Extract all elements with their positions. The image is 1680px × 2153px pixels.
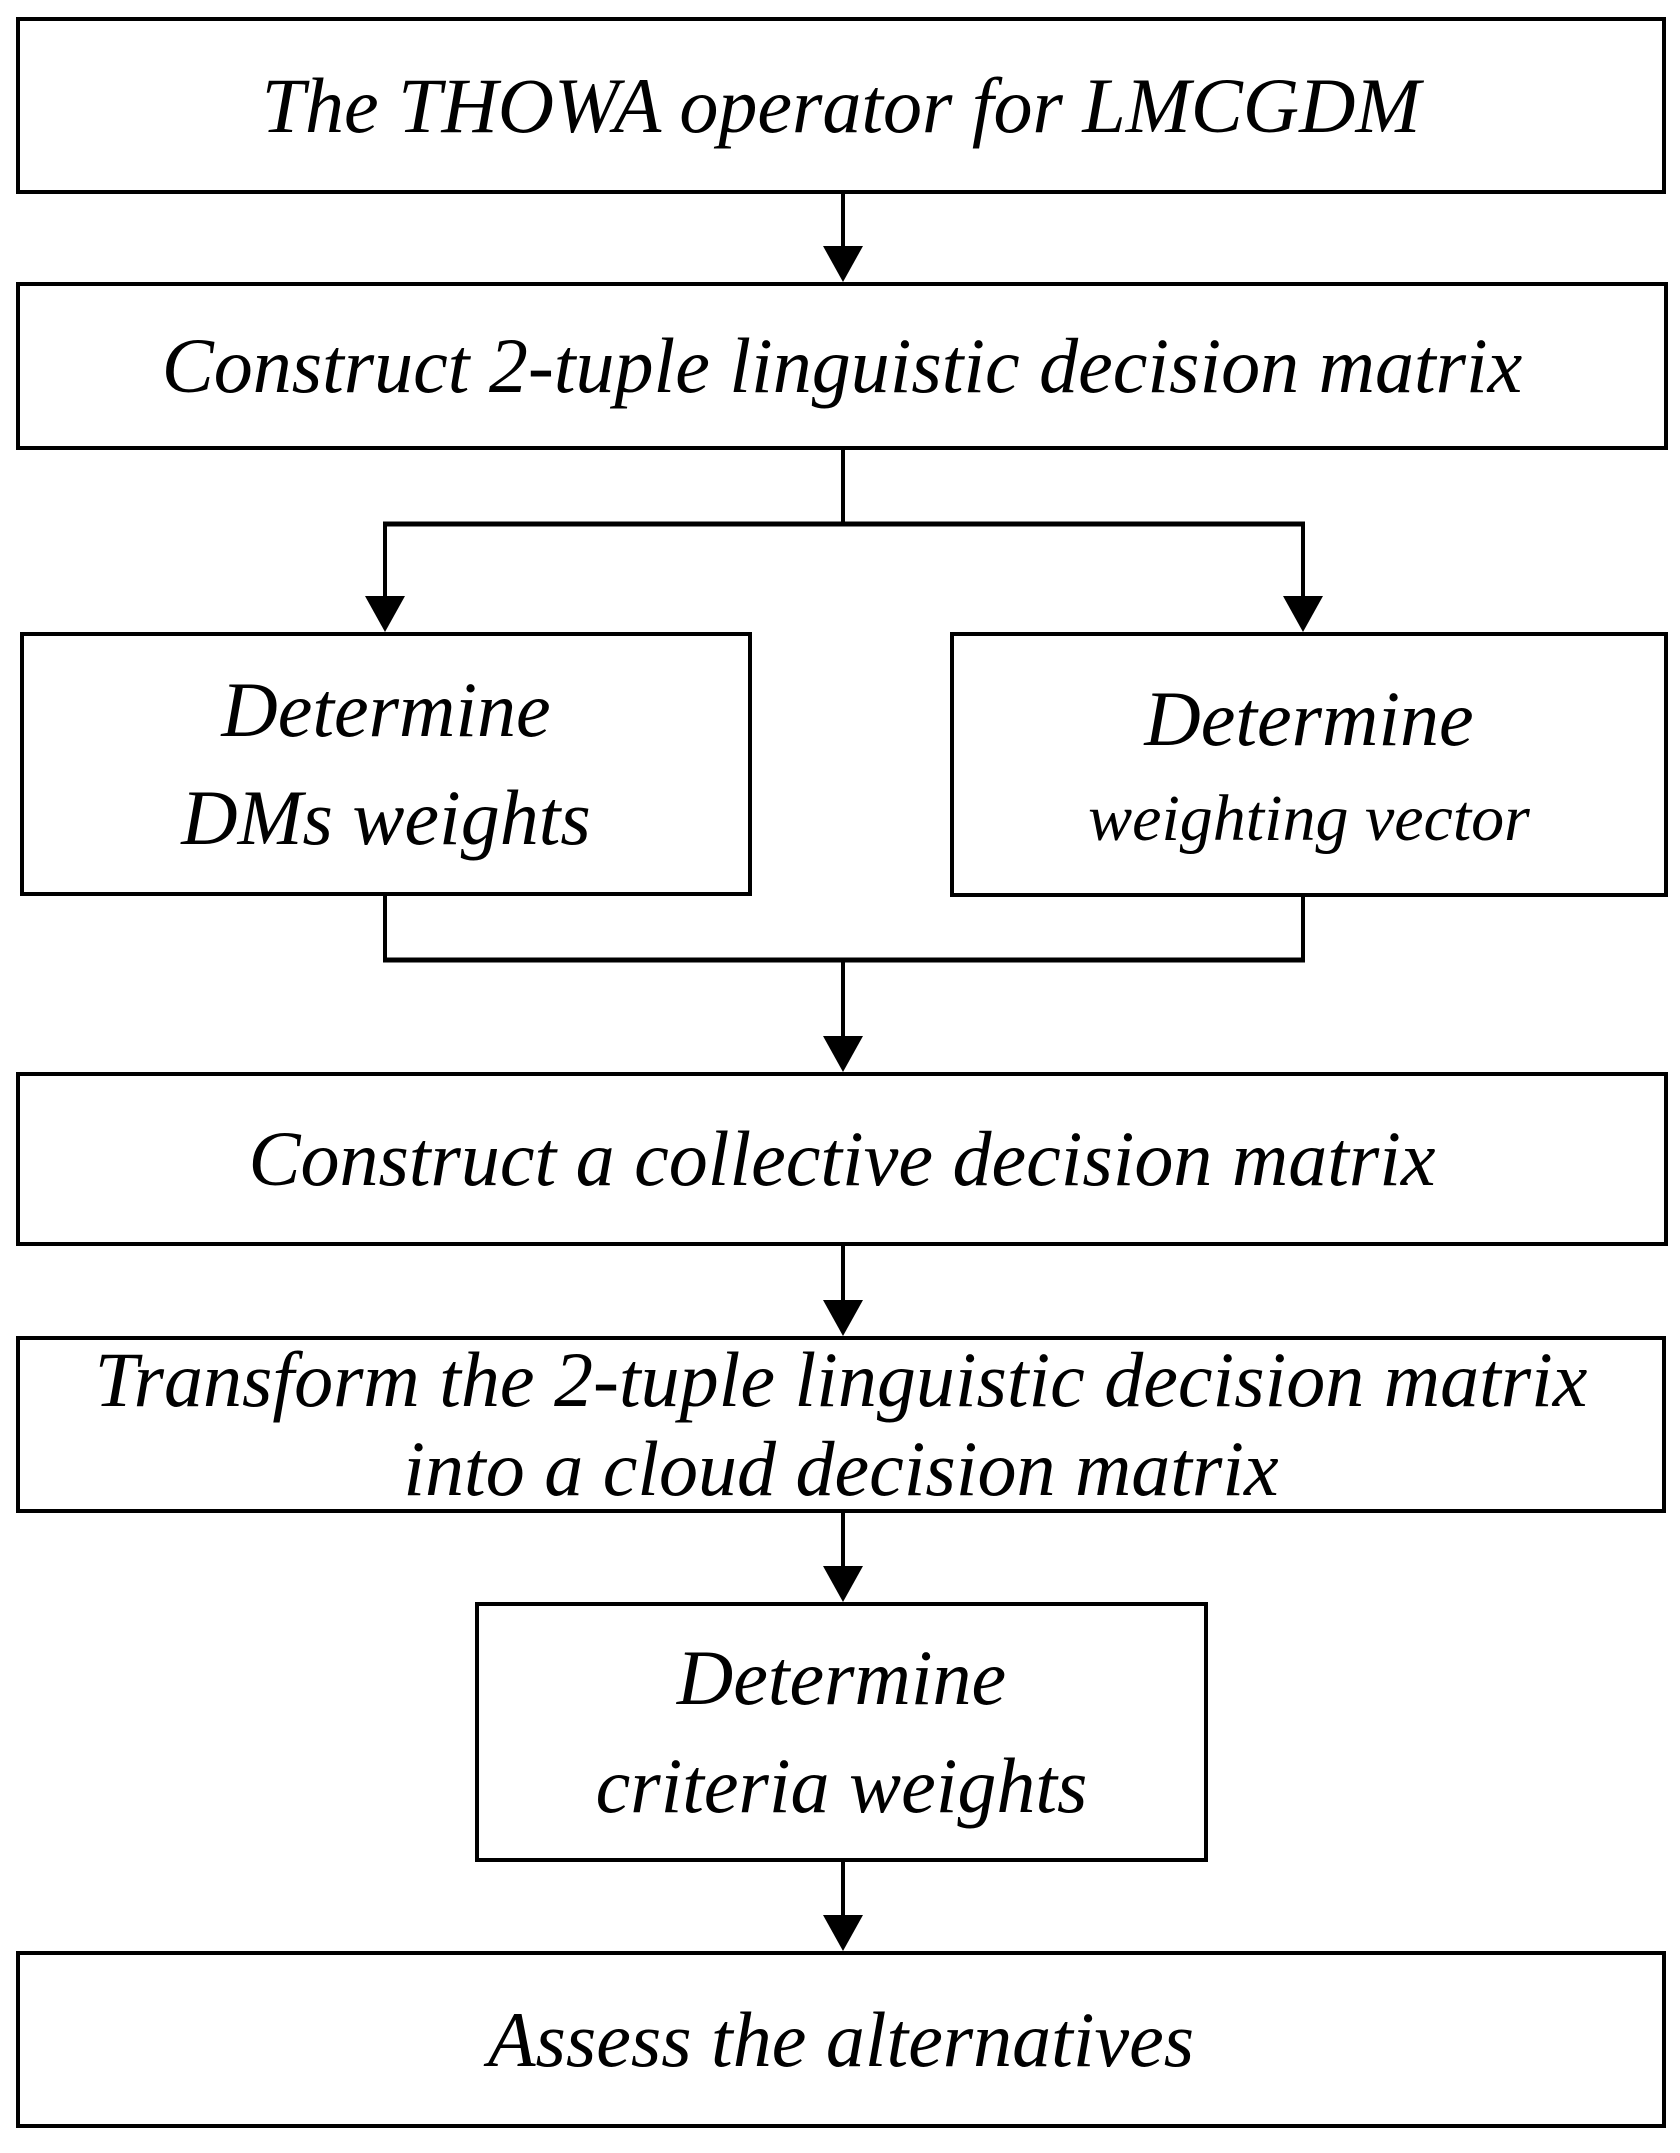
node-determine-dms-weights: Determine DMs weights [20,632,752,896]
node-label: Construct 2-tuple linguistic decision ma… [161,322,1523,410]
node-construct-collective-matrix: Construct a collective decision matrix [16,1072,1668,1246]
arrow-down-icon [1283,596,1323,632]
arrow-down-icon [823,1915,863,1951]
node-label: Assess the alternatives [487,1995,1195,2083]
node-label: DMs weights [181,774,591,861]
node-label: Determine [676,1634,1007,1722]
node-label: Construct a collective decision matrix [248,1115,1436,1203]
arrow-down-icon [823,1566,863,1602]
arrow-down-icon [823,246,863,282]
node-determine-criteria-weights: Determine criteria weights [475,1602,1208,1862]
node-label: into a cloud decision matrix [403,1424,1279,1512]
arrow-down-icon [365,596,405,632]
node-label: weighting vector [1088,781,1530,855]
node-label: Determine [1144,675,1474,763]
node-label: criteria weights [595,1742,1088,1829]
node-label: Determine [221,666,551,754]
arrow-down-icon [823,1300,863,1336]
node-construct-2-tuple-matrix: Construct 2-tuple linguistic decision ma… [16,282,1668,450]
node-label: Transform the 2-tuple linguistic decisio… [94,1336,1588,1424]
node-transform-cloud-matrix: Transform the 2-tuple linguistic decisio… [16,1336,1666,1513]
arrow-down-icon [823,1036,863,1072]
node-label: The THOWA operator for LMCGDM [261,61,1421,149]
node-assess-alternatives: Assess the alternatives [16,1951,1666,2128]
node-determine-weighting-vector: Determine weighting vector [950,632,1668,897]
node-thowa-operator: The THOWA operator for LMCGDM [16,17,1666,194]
